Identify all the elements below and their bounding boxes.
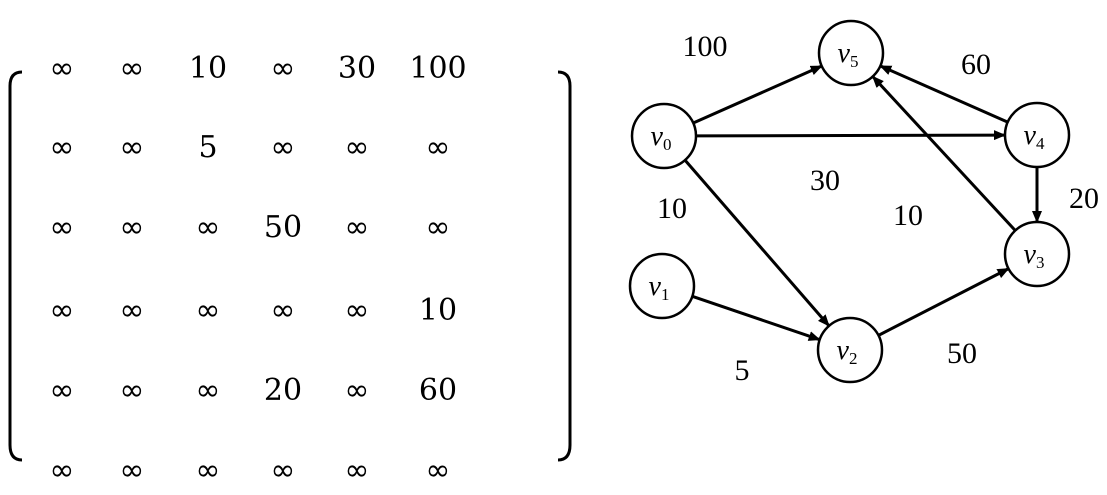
node-label-base: v xyxy=(1024,120,1037,151)
matrix-cells: ∞ ∞ 10 ∞ 30 100 ∞ ∞ 5 ∞ ∞ ∞ ∞ ∞ ∞ 50 ∞ ∞ ∞ ∞ ∞ ∞ ∞ 10 ∞ ∞ ∞ 20 ∞ 60 ∞ ∞… xyxy=(50,51,467,488)
matrix-cell-r1-c0: ∞ xyxy=(50,130,75,165)
matrix-cell-r0-c4: 30 xyxy=(338,51,376,86)
node-label-subscript: 2 xyxy=(849,349,858,368)
matrix-cell-r3-c0: ∞ xyxy=(50,293,75,328)
node-circle-v5 xyxy=(817,19,885,87)
matrix-cell-r4-c4: ∞ xyxy=(345,373,370,408)
matrix-cell-r0-c0: ∞ xyxy=(50,51,75,86)
node-circle-v4 xyxy=(1003,101,1071,169)
matrix-cell-r2-c1: ∞ xyxy=(120,210,145,245)
node-label-v3: v3 xyxy=(1024,239,1045,272)
node-label-base: v xyxy=(838,38,851,69)
matrix-cell-r0-c2: 10 xyxy=(189,51,227,86)
matrix-cell-r5-c5: ∞ xyxy=(426,453,451,488)
edge-v3-v5 xyxy=(871,75,1017,232)
node-label-subscript: 5 xyxy=(850,52,859,71)
edge-v0-v5 xyxy=(692,64,823,125)
node-label-subscript: 4 xyxy=(1036,134,1045,153)
matrix-cell-r1-c5: ∞ xyxy=(426,130,451,165)
matrix-cell-r4-c1: ∞ xyxy=(120,373,145,408)
matrix-cell-r2-c2: ∞ xyxy=(196,210,221,245)
matrix-cell-r2-c4: ∞ xyxy=(345,210,370,245)
matrix-cell-r5-c2: ∞ xyxy=(196,453,221,488)
matrix-right-bracket xyxy=(557,70,572,462)
graph-edges xyxy=(683,64,1042,342)
edge-weight-v4-v5: 60 xyxy=(961,48,991,81)
node-label-subscript: 0 xyxy=(663,135,672,154)
node-v4: v4 xyxy=(1003,101,1071,169)
edge-weight-v3-v5: 10 xyxy=(893,199,923,232)
matrix-cell-r2-c5: ∞ xyxy=(426,210,451,245)
node-circle-v3 xyxy=(1003,220,1071,288)
edge-v1-v2 xyxy=(691,294,821,342)
edge-weight-v2-v3: 50 xyxy=(947,337,977,370)
edge-weight-v0-v4: 30 xyxy=(810,164,840,197)
matrix-cell-r5-c3: ∞ xyxy=(271,453,296,488)
matrix-cell-r5-c4: ∞ xyxy=(345,453,370,488)
node-v0: v0 xyxy=(630,102,698,170)
matrix-cell-r4-c3: 20 xyxy=(264,373,302,408)
edge-v0-v2 xyxy=(683,159,831,327)
node-v5: v5 xyxy=(817,19,885,87)
node-label-v0: v0 xyxy=(651,121,672,154)
node-label-base: v xyxy=(651,121,664,152)
edge-v4-v5 xyxy=(879,64,1009,124)
edge-weight-v1-v2: 5 xyxy=(735,354,750,387)
node-label-base: v xyxy=(1024,239,1037,270)
node-circle-v1 xyxy=(628,252,696,320)
matrix-cell-r3-c5: 10 xyxy=(419,293,457,328)
matrix-cell-r4-c5: 60 xyxy=(419,373,457,408)
matrix-cell-r3-c1: ∞ xyxy=(120,293,145,328)
matrix-cell-r5-c1: ∞ xyxy=(120,453,145,488)
matrix-cell-r3-c4: ∞ xyxy=(345,293,370,328)
matrix-cell-r0-c1: ∞ xyxy=(120,51,145,86)
node-label-subscript: 3 xyxy=(1036,253,1045,272)
node-label-v2: v2 xyxy=(837,335,858,368)
node-v1: v1 xyxy=(628,252,696,320)
matrix-cell-r1-c3: ∞ xyxy=(271,130,296,165)
matrix-cell-r4-c2: ∞ xyxy=(196,373,221,408)
matrix-cell-r0-c3: ∞ xyxy=(271,51,296,86)
matrix-left-bracket xyxy=(8,70,23,462)
matrix-cell-r1-c2: 5 xyxy=(198,130,217,165)
edge-v2-v3 xyxy=(877,267,1010,337)
edge-weight-v0-v2: 10 xyxy=(657,192,687,225)
matrix-cell-r5-c0: ∞ xyxy=(50,453,75,488)
matrix-cell-r4-c0: ∞ xyxy=(50,373,75,408)
node-v2: v2 xyxy=(816,316,884,384)
edge-weight-v4-v3: 20 xyxy=(1069,182,1099,215)
matrix-cell-r2-c0: ∞ xyxy=(50,210,75,245)
node-label-v1: v1 xyxy=(649,271,670,304)
node-circle-v2 xyxy=(816,316,884,384)
matrix-cell-r1-c1: ∞ xyxy=(120,130,145,165)
matrix-cell-r1-c4: ∞ xyxy=(345,130,370,165)
matrix-cell-r3-c3: ∞ xyxy=(271,293,296,328)
node-label-subscript: 1 xyxy=(661,285,670,304)
edge-weight-v0-v5: 100 xyxy=(683,30,728,63)
matrix-cell-r0-c5: 100 xyxy=(409,51,466,86)
node-v3: v3 xyxy=(1003,220,1071,288)
node-label-v5: v5 xyxy=(838,38,859,71)
node-label-v4: v4 xyxy=(1024,120,1045,153)
matrix-cell-r2-c3: 50 xyxy=(264,210,302,245)
edge-v0-v4 xyxy=(695,130,1007,141)
node-circle-v0 xyxy=(630,102,698,170)
node-label-base: v xyxy=(649,271,662,302)
node-label-base: v xyxy=(837,335,850,366)
matrix-cell-r3-c2: ∞ xyxy=(196,293,221,328)
